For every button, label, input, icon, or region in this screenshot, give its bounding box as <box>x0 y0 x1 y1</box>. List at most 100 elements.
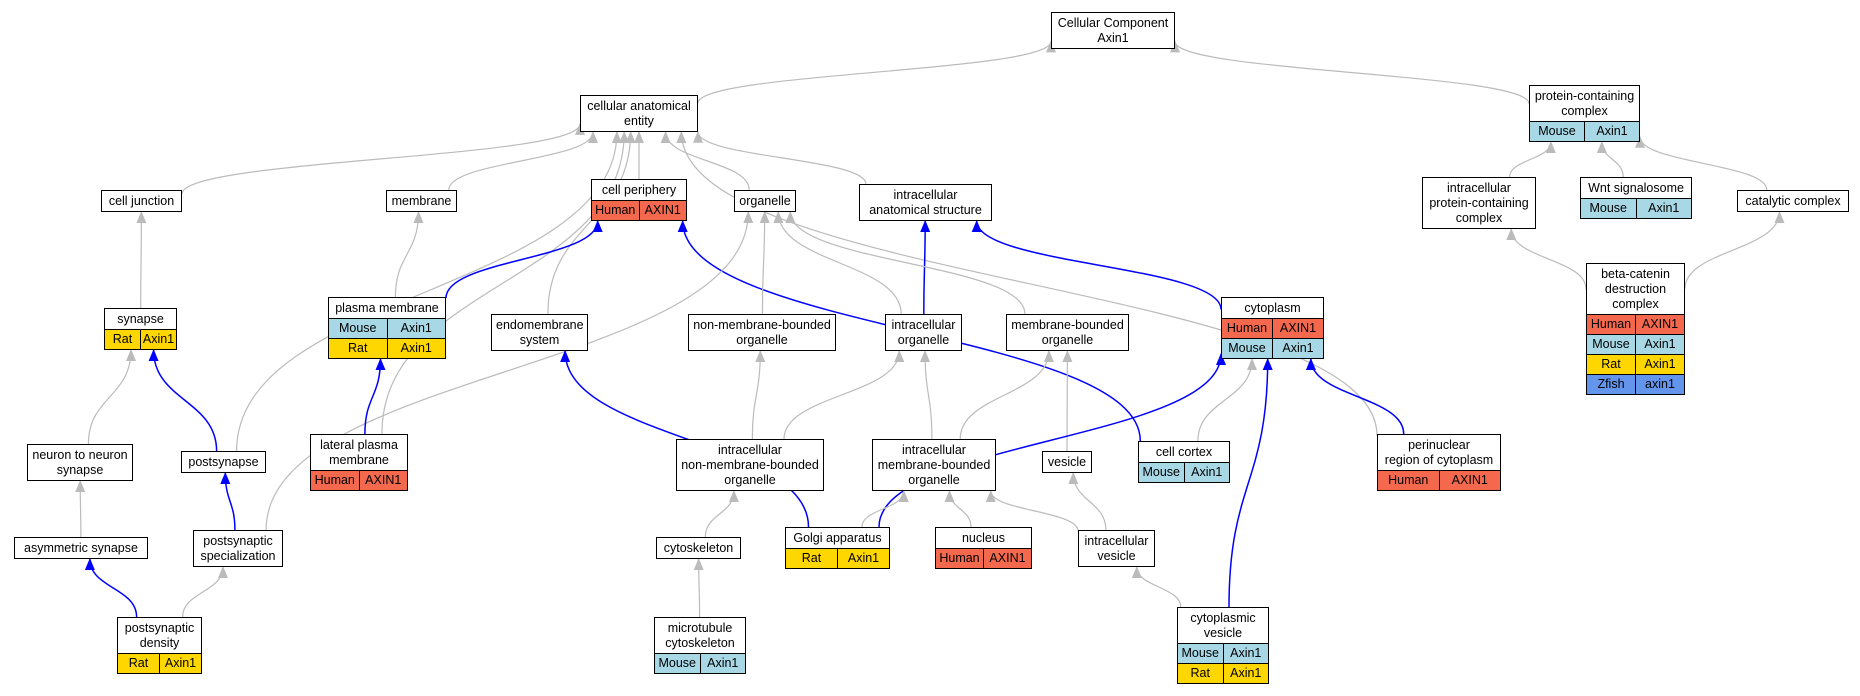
node-title-line: region of cytoplasm <box>1384 453 1494 467</box>
edge-org-to-cae <box>660 131 750 191</box>
edge-golgi-to-imbo <box>861 490 909 528</box>
node-title-line: intracellular <box>893 188 958 202</box>
node-title-line: cytoplasmic <box>1190 611 1256 625</box>
edge-as-to-n2n <box>75 480 86 538</box>
node-title: cytoplasm <box>1222 298 1323 318</box>
node-title: cell cortex <box>1139 442 1229 462</box>
node-title-line: asymmetric synapse <box>24 541 138 555</box>
node-title-line: cell junction <box>108 194 175 208</box>
node-org[interactable]: organelle <box>734 190 796 212</box>
node-title-line: microtubule <box>667 621 733 635</box>
gene-label: Axin1 <box>1272 339 1323 358</box>
node-title-line: plasma membrane <box>335 301 439 315</box>
node-ps[interactable]: postsynapse <box>181 451 266 473</box>
edge-pss-to-ps <box>220 472 236 531</box>
edge-mbo-to-org <box>785 211 1026 315</box>
edge-cae-to-root <box>697 40 1056 104</box>
edge-ipcc-to-pcc <box>1509 141 1556 178</box>
node-title-line: intracellular <box>1084 534 1149 548</box>
edge-cat-to-pcc <box>1635 135 1768 191</box>
node-title-line: system <box>519 333 560 347</box>
node-mem[interactable]: membrane <box>386 190 457 212</box>
species-label: Human <box>939 551 980 565</box>
node-title-line: membrane-bounded <box>877 458 991 472</box>
node-title-line: Wnt signalosome <box>1588 181 1684 195</box>
edge-iv-to-imbo <box>985 490 1079 532</box>
node-ves[interactable]: vesicle <box>1042 451 1092 473</box>
edge-n2n-to-syn <box>87 349 136 445</box>
node-title-line: destruction <box>1604 282 1667 296</box>
node-cj[interactable]: cell junction <box>101 190 182 212</box>
node-title: plasma membrane <box>329 298 445 318</box>
gene-label: Axin1 <box>1183 463 1230 482</box>
node-cat[interactable]: catalytic complex <box>1737 190 1849 212</box>
node-title-line: non-membrane-bounded <box>681 458 819 472</box>
node-title-line: postsynaptic <box>203 534 273 548</box>
edge-cv-to-cyto <box>1228 358 1273 608</box>
species-label: Mouse <box>1228 341 1266 355</box>
node-title-line: vesicle <box>1097 549 1136 563</box>
edge-mem-to-cae <box>448 131 598 191</box>
edge-imbo-to-io <box>920 350 933 440</box>
node-title: Golgi apparatus <box>786 528 889 548</box>
node-title: organelle <box>735 191 795 211</box>
node-title-line: complex <box>1455 211 1503 225</box>
edge-golgi-to-cyto <box>878 353 1226 528</box>
node-title-line: density <box>139 636 180 650</box>
node-title-line: nucleus <box>961 531 1006 545</box>
edge-bcd-to-cat <box>1684 211 1785 289</box>
node-title: cell periphery <box>592 180 686 200</box>
edge-lpm-to-cae <box>381 131 630 435</box>
edge-syn-to-cj <box>136 211 147 309</box>
node-title-line: cytoplasm <box>1244 301 1301 315</box>
gene-label: Axin1 <box>140 330 176 349</box>
node-title-line: intracellular <box>1447 181 1511 195</box>
node-as[interactable]: asymmetric synapse <box>14 537 148 559</box>
node-csk[interactable]: cytoskeleton <box>656 537 741 559</box>
edge-cv-to-iv <box>1131 566 1182 608</box>
species-label: Human <box>595 203 636 217</box>
